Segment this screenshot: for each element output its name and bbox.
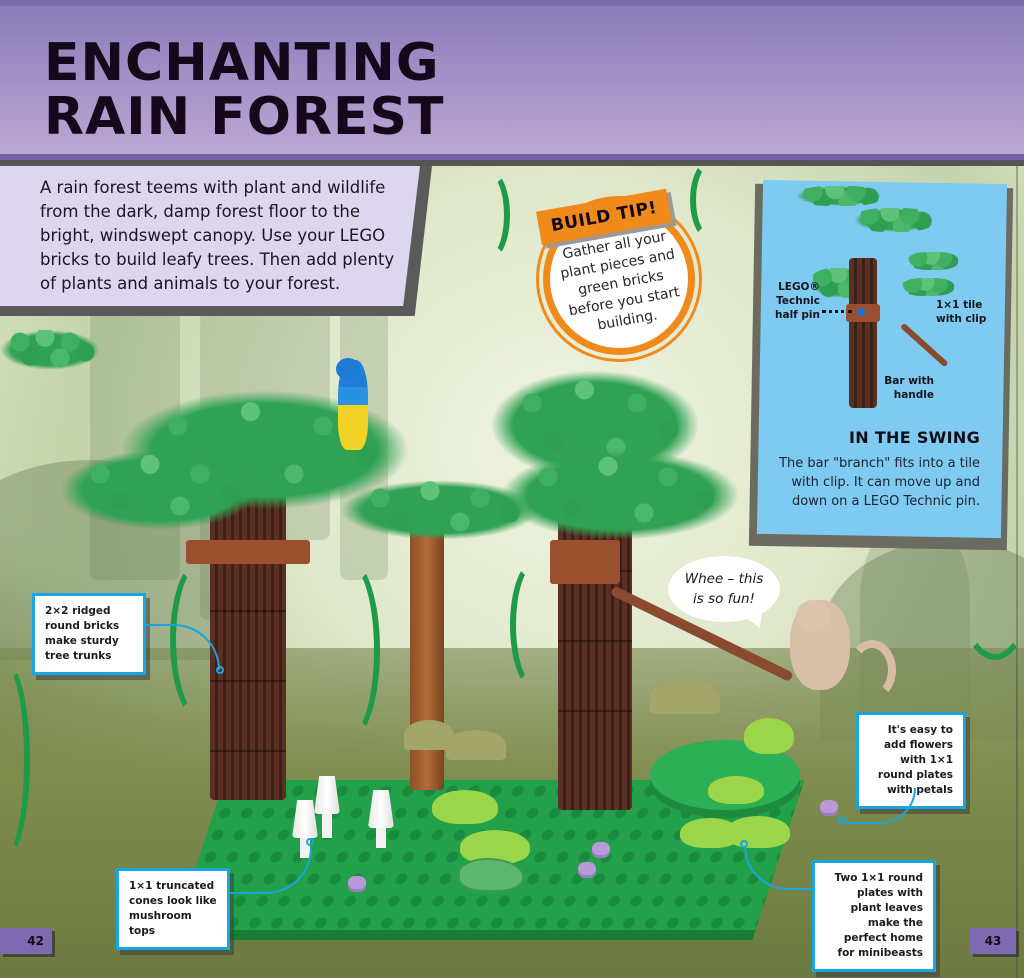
intro-panel <box>0 166 420 306</box>
leader-dot <box>740 840 748 848</box>
callout-tree-trunks: 2×2 ridged round bricks make sturdy tree… <box>32 593 146 675</box>
light-green-leaf <box>432 790 498 824</box>
title-line-1: ENCHANTING <box>44 33 440 93</box>
chameleon-figure-icon <box>458 858 524 892</box>
right-canopy-lower <box>500 450 740 540</box>
leader-dot <box>838 816 846 824</box>
page-gutter <box>1016 0 1018 978</box>
light-green-leaf <box>744 718 794 754</box>
speech-bubble-text: Whee – this is so fun! <box>684 571 764 607</box>
page-number-text: 42 <box>27 934 44 948</box>
page-number-text: 43 <box>984 934 1002 948</box>
palm-plant <box>650 680 720 714</box>
mushroom-cone <box>314 776 340 814</box>
purple-flower <box>592 842 610 858</box>
label-bar-handle: Bar with handle <box>884 375 934 401</box>
callout-minibeasts: Two 1×1 round plates with plant leaves m… <box>812 860 936 972</box>
intro-text: A rain forest teems with plant and wildl… <box>40 178 395 293</box>
page-number-left: 42 <box>0 928 52 954</box>
left-canopy-lower <box>60 450 260 530</box>
monkey-head <box>796 600 830 632</box>
purple-flower <box>348 876 366 892</box>
vine <box>0 660 30 860</box>
leaf-plate <box>854 208 934 232</box>
hanging-vine <box>510 560 560 690</box>
parrot-head <box>336 358 360 380</box>
speech-bubble: Whee – this is so fun! <box>668 556 780 622</box>
hanging-vine <box>320 560 380 740</box>
label-tile-clip: 1×1 tile with clip <box>936 299 987 325</box>
callout-text: It's easy to add flowers with 1×1 round … <box>877 724 953 796</box>
page-number-right: 43 <box>970 928 1016 954</box>
callout-text: 1×1 truncated cones look like mushroom t… <box>129 880 217 937</box>
purple-flower <box>578 862 596 878</box>
monkey-tail <box>848 640 896 700</box>
swing-panel-text: The bar "branch" fits into a tile with c… <box>779 456 980 509</box>
vine <box>470 170 510 260</box>
leaf-plate <box>908 252 958 270</box>
page-header: ENCHANTING RAIN FOREST <box>0 0 1024 166</box>
vine <box>960 540 1024 660</box>
leaf-plate <box>0 330 100 370</box>
diagram-trunk <box>849 258 877 408</box>
label-technic-pin: LEGO® Technic half pin <box>775 281 820 321</box>
callout-mushrooms: 1×1 truncated cones look like mushroom t… <box>116 868 230 950</box>
title-line-2: RAIN FOREST <box>44 87 445 147</box>
callout-text: Two 1×1 round plates with plant leaves m… <box>834 872 923 959</box>
leaf-plate <box>796 186 882 206</box>
middle-canopy <box>340 480 540 540</box>
technic-pin-icon <box>857 308 865 316</box>
purple-flower <box>820 800 838 816</box>
light-green-leaf <box>708 776 764 804</box>
leaf-plate <box>902 278 954 296</box>
leader-dot <box>306 838 314 846</box>
brick-with-pin <box>550 540 620 584</box>
swing-panel-title: IN THE SWING <box>849 428 980 447</box>
leader-dot <box>216 666 224 674</box>
vine <box>690 160 730 240</box>
mushroom-cone <box>368 790 394 828</box>
leader-dots <box>822 310 852 313</box>
callout-text: 2×2 ridged round bricks make sturdy tree… <box>45 605 120 662</box>
palm-plant <box>446 730 506 760</box>
brown-bracket <box>186 540 310 564</box>
palm-plant <box>404 720 454 750</box>
mushroom-cone <box>292 800 318 838</box>
page-title: ENCHANTING RAIN FOREST <box>44 36 444 144</box>
light-green-leaf <box>726 816 790 848</box>
